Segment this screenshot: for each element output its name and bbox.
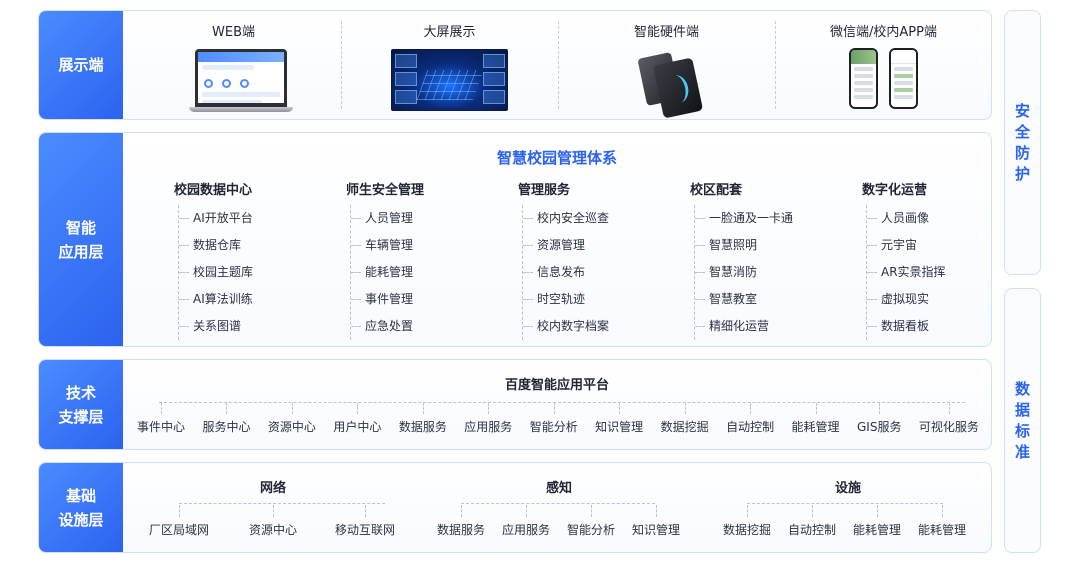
- tech-item: 能耗管理: [791, 403, 840, 434]
- list-item: 数据看板: [867, 313, 991, 340]
- list-item: 一脸通及一卡通: [695, 205, 860, 232]
- data-standard-column: 数据标准: [1004, 288, 1041, 553]
- infra-item: 自动控制: [788, 505, 837, 537]
- tech-item: 数据挖掘: [660, 403, 709, 434]
- display-item-title: 大屏展示: [423, 25, 476, 40]
- app-column-head: 校园数据中心: [174, 183, 253, 198]
- tech-item: 用户中心: [333, 403, 382, 434]
- display-item-title: WEB端: [212, 25, 255, 40]
- hardware-device-front-icon: [652, 57, 704, 119]
- list-item: 数据仓库: [179, 232, 344, 259]
- infra-group-network: 网络 厂区局域网 资源中心 移动互联网: [139, 463, 407, 552]
- infra-group-title: 感知: [545, 481, 572, 496]
- infra-item: 数据挖掘: [723, 505, 772, 537]
- app-column-head: 管理服务: [518, 183, 571, 198]
- app-column: 数字化运营 人员画像 元宇宙 AR实景指挥 虚拟现实 数据看板: [862, 179, 991, 340]
- infra-item: 能耗管理: [918, 505, 967, 537]
- laptop-icon: [195, 49, 287, 107]
- display-item-web: WEB端: [125, 11, 342, 119]
- tech-item: 服务中心: [202, 403, 251, 434]
- list-item: 智慧教室: [695, 286, 860, 313]
- data-standard-label: 数据标准: [1014, 379, 1030, 461]
- infra-item: 智能分析: [567, 505, 616, 537]
- tech-bracket: [159, 402, 965, 412]
- tech-item: GIS服务: [856, 403, 902, 434]
- list-item: 资源管理: [523, 232, 688, 259]
- list-item: 车辆管理: [351, 232, 516, 259]
- infra-layer-label: 基础 设施层: [39, 463, 123, 552]
- list-item: 智慧照明: [695, 232, 860, 259]
- list-item: AR实景指挥: [867, 259, 991, 286]
- application-layer-title: 智慧校园管理体系: [496, 149, 617, 167]
- display-layer: 展示端 WEB端 大屏展示 智能硬件端: [38, 10, 992, 120]
- list-item: 事件管理: [351, 286, 516, 313]
- app-column-head: 校区配套: [690, 183, 743, 198]
- app-column: 校园数据中心 AI开放平台 数据仓库 校园主题库 AI算法训练 关系图谱: [174, 179, 344, 340]
- list-item: 智慧消防: [695, 259, 860, 286]
- infra-item: 资源中心: [249, 505, 298, 537]
- tech-item: 资源中心: [267, 403, 316, 434]
- list-item: 信息发布: [523, 259, 688, 286]
- tech-item: 应用服务: [464, 403, 513, 434]
- list-item: AI开放平台: [179, 205, 344, 232]
- list-item: 人员画像: [867, 205, 991, 232]
- security-label: 安全防护: [1014, 101, 1030, 183]
- display-item-bigscreen: 大屏展示: [341, 11, 558, 119]
- list-item: 校园主题库: [179, 259, 344, 286]
- infra-item: 数据服务: [437, 505, 486, 537]
- phone-icon: [889, 48, 918, 109]
- phone-icon: [849, 48, 878, 109]
- infra-group-perception: 感知 数据服务 应用服务 智能分析 知识管理: [437, 463, 681, 552]
- display-item-title: 智能硬件端: [633, 25, 699, 40]
- display-item-mobile: 微信端/校内APP端: [775, 11, 991, 119]
- list-item: 校内安全巡查: [523, 205, 688, 232]
- display-item-title: 微信端/校内APP端: [830, 25, 937, 40]
- tech-layer-label: 技术 支撑层: [39, 360, 123, 449]
- tech-layer: 技术 支撑层 百度智能应用平台 事件中心 服务中心 资源中心 用户中心 数据服务…: [38, 359, 992, 450]
- security-column: 安全防护: [1004, 10, 1041, 275]
- infra-item: 厂区局域网: [149, 505, 210, 537]
- app-column: 管理服务 校内安全巡查 资源管理 信息发布 时空轨迹 校内数字档案: [518, 179, 688, 340]
- infra-item: 应用服务: [502, 505, 551, 537]
- tech-item: 知识管理: [595, 403, 644, 434]
- list-item: 应急处置: [351, 313, 516, 340]
- tech-item: 自动控制: [726, 403, 775, 434]
- laptop-base-icon: [189, 107, 293, 112]
- list-item: 能耗管理: [351, 259, 516, 286]
- list-item: 虚拟现实: [867, 286, 991, 313]
- tech-item: 数据服务: [398, 403, 447, 434]
- infra-group-title: 设施: [834, 481, 861, 496]
- list-item: 时空轨迹: [523, 286, 688, 313]
- infra-group-facility: 设施 数据挖掘 自动控制 能耗管理 能耗管理: [723, 463, 973, 552]
- tech-item: 智能分析: [529, 403, 578, 434]
- list-item: 关系图谱: [179, 313, 344, 340]
- list-item: 人员管理: [351, 205, 516, 232]
- list-item: 精细化运营: [695, 313, 860, 340]
- app-column-head: 数字化运营: [862, 183, 928, 198]
- infra-item: 能耗管理: [853, 505, 902, 537]
- display-item-hardware: 智能硬件端: [558, 11, 775, 119]
- tech-layer-title: 百度智能应用平台: [504, 378, 609, 393]
- app-column-head: 师生安全管理: [346, 183, 425, 198]
- list-item: 元宇宙: [867, 232, 991, 259]
- app-column: 校区配套 一脸通及一卡通 智慧照明 智慧消防 智慧教室 精细化运营: [690, 179, 860, 340]
- list-item: AI算法训练: [179, 286, 344, 313]
- infra-item: 知识管理: [632, 505, 681, 537]
- tech-item: 事件中心: [137, 403, 186, 434]
- app-column: 师生安全管理 人员管理 车辆管理 能耗管理 事件管理 应急处置: [346, 179, 516, 340]
- big-screen-icon: [391, 49, 508, 111]
- tech-items: 事件中心 服务中心 资源中心 用户中心 数据服务 应用服务 智能分析 知识管理 …: [137, 403, 979, 435]
- infra-item: 移动互联网: [335, 505, 396, 537]
- infra-group-title: 网络: [259, 481, 286, 496]
- list-item: 校内数字档案: [523, 313, 688, 340]
- application-layer-label: 智能 应用层: [39, 133, 123, 346]
- tech-item: 可视化服务: [918, 403, 979, 434]
- infra-layer: 基础 设施层 网络 厂区局域网 资源中心 移动互联网 感知 数据服务 应用服务 …: [38, 462, 992, 553]
- display-layer-label: 展示端: [39, 11, 123, 119]
- application-layer: 智能 应用层 智慧校园管理体系 校园数据中心 AI开放平台 数据仓库 校园主题库…: [38, 132, 992, 347]
